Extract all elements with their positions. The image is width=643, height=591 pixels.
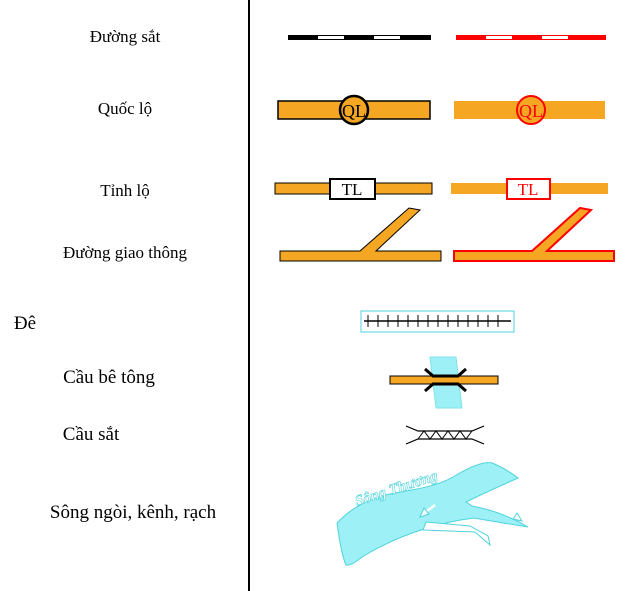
national-road-symbol-black: QL (277, 94, 431, 126)
railway-symbol-red (456, 35, 606, 40)
concrete-bridge-symbol (389, 356, 499, 409)
dike-symbol (360, 310, 515, 333)
provincial-road-symbol-black: TL (274, 178, 433, 200)
label-de: Đê (13, 313, 37, 334)
river-symbol: Sông Thương (336, 462, 529, 566)
label-quoc-lo: Quốc lộ (97, 99, 153, 118)
badge-ql-black: QL (342, 101, 366, 121)
junction-road-symbol-red (453, 206, 615, 262)
iron-bridge-symbol (405, 425, 485, 445)
label-cau-be-tong: Cầu bê tông (63, 367, 155, 388)
label-cau-sat: Cầu sắt (62, 424, 120, 445)
badge-ql-red: QL (519, 101, 543, 121)
label-tinh-lo: Tỉnh lộ (100, 181, 150, 200)
junction-road-symbol-black (279, 207, 442, 262)
label-duong-sat: Đường sắt (89, 27, 161, 46)
national-road-symbol-red: QL (454, 95, 605, 125)
badge-tl-red: TL (518, 180, 539, 199)
label-duong-giao-thong: Đường giao thông (63, 243, 187, 262)
label-song-ngoi: Sông ngòi, kênh, rạch (49, 502, 217, 523)
railway-symbol-black (288, 35, 431, 40)
badge-tl-black: TL (342, 180, 363, 199)
provincial-road-symbol-red: TL (451, 178, 608, 200)
